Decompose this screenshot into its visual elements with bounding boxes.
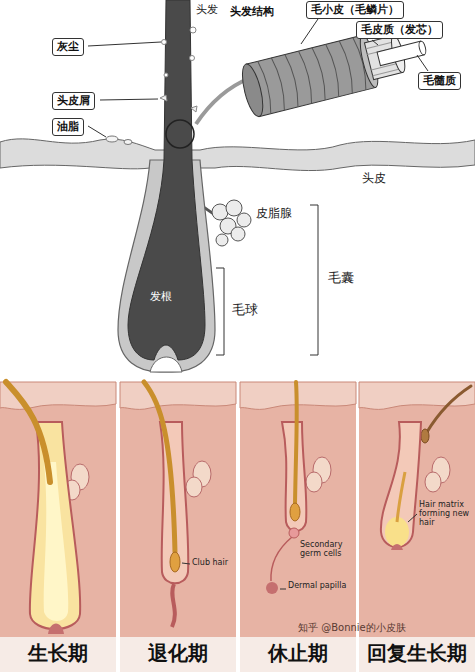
label-box: 毛小皮（毛鳞片） — [306, 1, 404, 19]
part-label: 头发 — [196, 3, 218, 16]
part-label: Dermal papilla — [288, 581, 348, 590]
part-label: 发根 — [150, 290, 172, 303]
label-box: 头皮屑 — [52, 92, 95, 110]
stage-name: 退化期 — [120, 642, 236, 665]
part-label: 毛球 — [232, 302, 258, 318]
part-label: 头皮 — [362, 171, 386, 185]
watermark: 知乎 @Bonnie的小皮肤 — [298, 622, 406, 634]
label-box: 毛皮质（发芯） — [356, 21, 443, 39]
stage-panel: Club hair 退化期 — [120, 382, 236, 672]
label-text: 毛小皮（毛鳞片） — [311, 3, 399, 17]
part-label: Club hair — [192, 558, 234, 567]
part-label: 毛囊 — [328, 270, 354, 286]
part-label: 皮脂腺 — [256, 206, 292, 220]
label-box: 灰尘 — [52, 38, 84, 56]
stage-name: 休止期 — [240, 642, 356, 665]
label-text: 毛皮质（发芯） — [361, 23, 438, 37]
stage-name: 生长期 — [0, 642, 116, 665]
label-text: 油脂 — [57, 120, 79, 134]
label-text: 灰尘 — [57, 40, 79, 54]
label-box: 油脂 — [52, 118, 84, 136]
label-text: 头皮屑 — [57, 94, 90, 108]
part-label: 头发结构 — [230, 5, 274, 18]
stage-panel: 生长期 — [0, 382, 116, 672]
part-label: Secondary germ cells — [300, 540, 354, 558]
stage-name: 回复生长期 — [359, 642, 475, 665]
label-text: 毛髓质 — [423, 74, 456, 88]
part-label: Hair matrix forming new hair — [419, 500, 473, 528]
label-box: 毛髓质 — [418, 72, 461, 90]
